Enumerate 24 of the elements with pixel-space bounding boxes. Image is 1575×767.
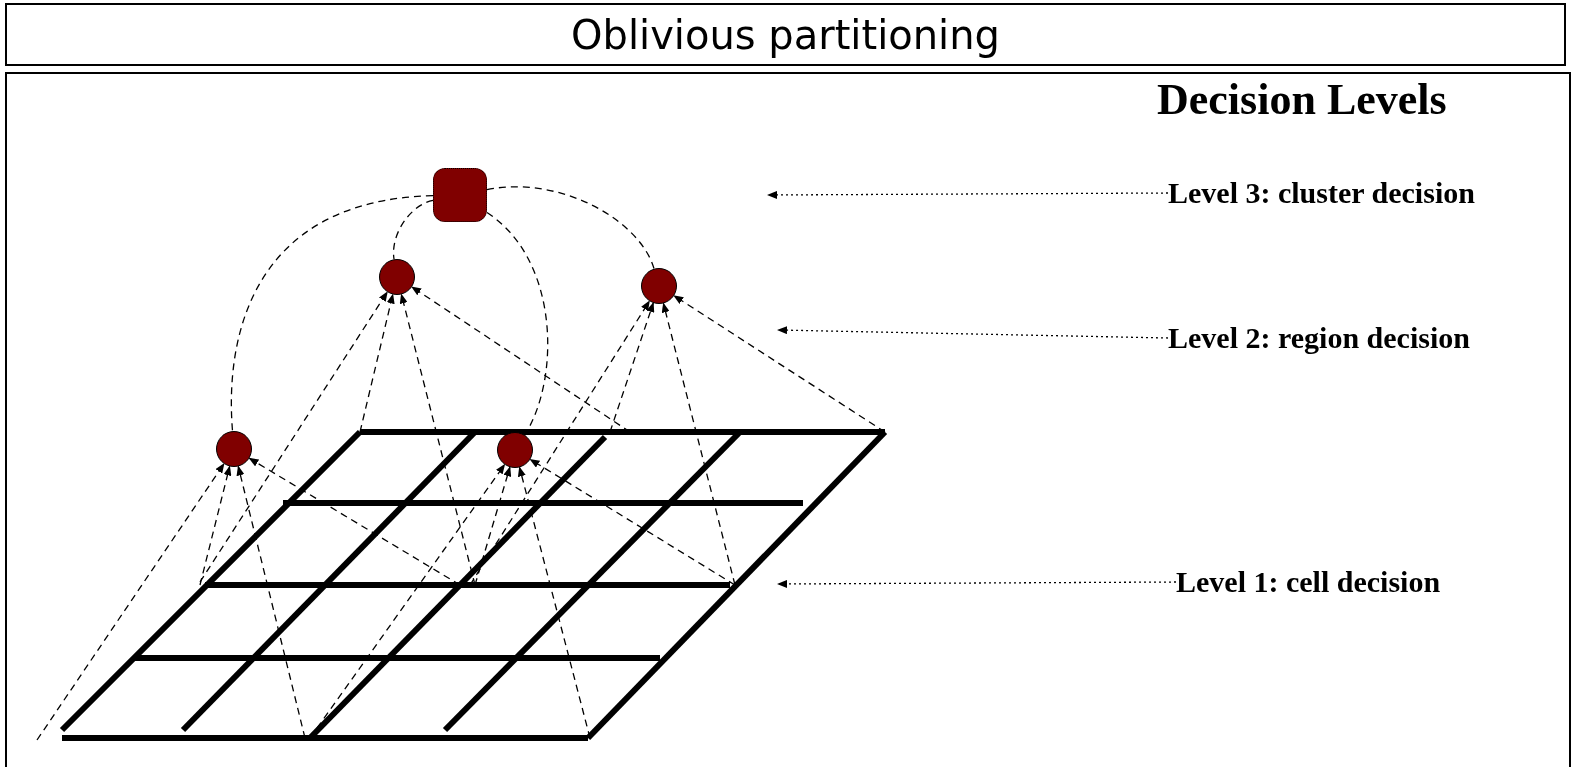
pointer-arrow <box>767 190 1169 199</box>
leader-arrow <box>36 463 225 741</box>
leader-arrow <box>529 458 736 586</box>
pointer-arrow <box>777 326 1169 339</box>
leader-arrow <box>199 465 232 586</box>
connector-line <box>392 199 434 260</box>
connector-line <box>486 186 655 270</box>
level-label: Level 2: region decision <box>1168 320 1470 356</box>
level-label: Level 1: cell decision <box>1176 564 1441 600</box>
level-label: Level 3: cluster decision <box>1168 175 1475 211</box>
square-node <box>433 168 487 222</box>
heading: Decision Levels <box>1157 76 1447 124</box>
circle-node <box>497 432 533 468</box>
pointer-arrow <box>777 579 1177 588</box>
leader-arrow <box>673 295 886 433</box>
title: Oblivious partitioning <box>570 11 1001 59</box>
leader-arrow <box>661 302 736 586</box>
leader-arrow <box>359 293 395 433</box>
leader-arrow <box>411 286 631 433</box>
circle-node <box>216 431 252 467</box>
connector-line <box>230 195 434 432</box>
circle-node <box>379 259 415 295</box>
circle-node <box>641 268 677 304</box>
leader-arrow <box>199 291 388 583</box>
